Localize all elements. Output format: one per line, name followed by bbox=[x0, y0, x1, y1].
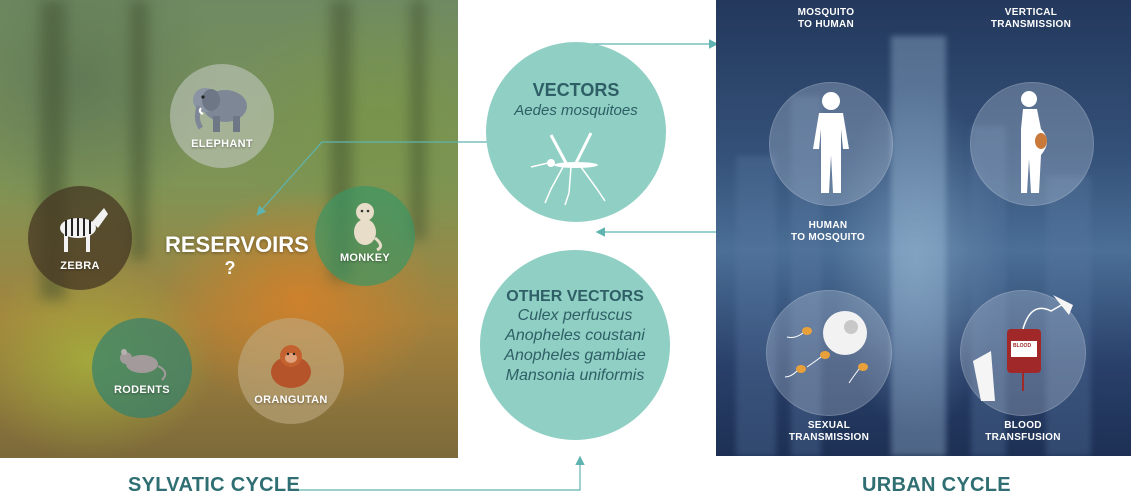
blood-bag-icon bbox=[973, 295, 1073, 401]
label-line: MOSQUITO bbox=[797, 7, 855, 18]
label-line: HUMAN bbox=[808, 220, 848, 231]
label-line: VERTICAL bbox=[1004, 7, 1058, 18]
mosquito-to-human-label: MOSQUITO TO HUMAN bbox=[786, 7, 866, 31]
other-vector-item: Anopheles gambiae bbox=[504, 347, 646, 364]
monkey-icon bbox=[354, 203, 382, 252]
reservoirs-title: RESERVOIRS bbox=[165, 232, 309, 257]
pregnant-woman-icon bbox=[1021, 91, 1047, 193]
other-vector-item: Mansonia uniformis bbox=[505, 367, 645, 384]
vectors-title: VECTORS bbox=[532, 80, 620, 100]
sylvatic-cycle-label: SYLVATIC CYCLE bbox=[128, 474, 300, 496]
blood-transfusion-label: BLOOD TRANSFUSION bbox=[968, 420, 1078, 444]
orangutan-label: ORANGUTAN bbox=[254, 394, 328, 406]
arrow-vectors-to-reservoirs bbox=[256, 141, 488, 216]
label-line: TRANSFUSION bbox=[985, 432, 1061, 443]
blood-transfusion-circle: BLOOD bbox=[960, 290, 1086, 416]
other-vector-item: Anopheles coustani bbox=[505, 327, 645, 344]
human-to-mosquito-label: HUMAN TO MOSQUITO bbox=[778, 220, 878, 244]
monkey-circle: MONKEY bbox=[315, 186, 415, 286]
orangutan-circle: ORANGUTAN bbox=[238, 318, 344, 424]
reservoirs-question-mark: ? bbox=[224, 258, 236, 278]
label-line: BLOOD bbox=[1004, 420, 1042, 431]
mosquito-icon bbox=[530, 132, 606, 206]
zebra-label: ZEBRA bbox=[60, 260, 100, 272]
label-line: TRANSMISSION bbox=[788, 432, 870, 443]
other-vector-item: Culex perfuscus bbox=[517, 307, 633, 324]
vertical-transmission-label: VERTICAL TRANSMISSION bbox=[976, 7, 1086, 31]
label-line: TRANSMISSION bbox=[990, 19, 1072, 30]
arrow-sylvatic-to-other-vectors bbox=[298, 455, 585, 491]
human-circle bbox=[769, 82, 893, 206]
rodents-circle: RODENTS bbox=[92, 318, 192, 418]
monkey-label: MONKEY bbox=[339, 252, 391, 264]
urban-city-panel: MOSQUITO TO HUMAN VERTICAL TRANSMISSION … bbox=[716, 0, 1131, 456]
rat-icon bbox=[120, 349, 167, 381]
elephant-label: ELEPHANT bbox=[191, 138, 253, 150]
label-line: TO HUMAN bbox=[797, 19, 855, 30]
vertical-transmission-circle bbox=[970, 82, 1094, 206]
vectors-circle: VECTORS Aedes mosquitoes bbox=[486, 42, 666, 222]
blood-bag-label: BLOOD bbox=[1013, 343, 1032, 349]
other-vectors-title: OTHER VECTORS bbox=[506, 288, 644, 305]
label-line: TO MOSQUITO bbox=[790, 232, 866, 243]
rodents-label: RODENTS bbox=[114, 384, 170, 396]
human-figure-icon bbox=[813, 92, 849, 193]
urban-cycle-label: URBAN CYCLE bbox=[862, 474, 1011, 496]
label-line: SEXUAL bbox=[807, 420, 851, 431]
vectors-subtitle: Aedes mosquitoes bbox=[514, 102, 638, 119]
elephant-icon bbox=[193, 88, 247, 132]
elephant-circle: ELEPHANT bbox=[170, 64, 274, 168]
zebra-circle: ZEBRA bbox=[28, 186, 132, 290]
sexual-transmission-label: SEXUAL TRANSMISSION bbox=[774, 420, 884, 444]
other-vectors-circle: OTHER VECTORS Culex perfuscus Anopheles … bbox=[480, 250, 670, 440]
sperm-egg-icon bbox=[784, 311, 868, 384]
orangutan-icon bbox=[271, 345, 311, 388]
sexual-transmission-circle bbox=[766, 290, 892, 416]
zebra-icon bbox=[60, 208, 108, 252]
sylvatic-forest-panel: ELEPHANT ZEBRA MONKEY RODENTS bbox=[0, 0, 458, 458]
